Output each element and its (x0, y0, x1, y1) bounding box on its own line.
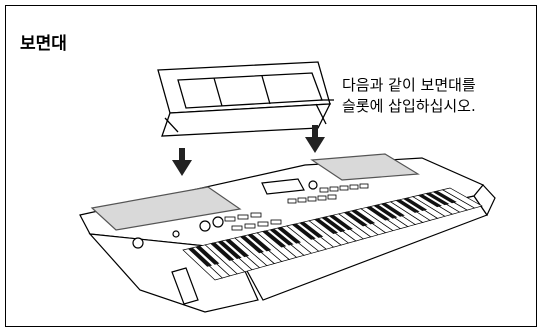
black-key (432, 190, 457, 204)
black-key (247, 233, 272, 252)
black-key (343, 211, 368, 227)
section-title: 보면대 (20, 34, 67, 54)
black-key (262, 230, 287, 248)
instruction-caption: 다음과 같이 보면대를 슬롯에 삽입하십시오. (342, 75, 532, 117)
black-key (373, 204, 398, 219)
arrow-left-icon (172, 148, 192, 176)
black-key (210, 242, 235, 261)
black-key (299, 221, 324, 238)
black-key (366, 206, 390, 221)
black-key (395, 199, 420, 213)
insert-arrows (172, 125, 325, 176)
black-key (425, 192, 450, 206)
black-key (328, 215, 353, 231)
black-key (239, 235, 264, 254)
white-key (441, 187, 483, 209)
black-key (351, 209, 376, 225)
black-key (188, 247, 212, 267)
music-rest (157, 61, 334, 137)
black-key (321, 216, 346, 233)
black-key (225, 239, 250, 258)
black-key (217, 240, 242, 260)
black-key (314, 218, 339, 235)
caption-line-1: 다음과 같이 보면대를 (342, 76, 476, 94)
black-key (195, 246, 220, 265)
black-key (403, 197, 428, 211)
black-key (277, 227, 301, 244)
black-key (380, 202, 405, 217)
black-key (417, 194, 442, 208)
black-key (269, 228, 294, 246)
arrow-right-icon (305, 125, 325, 153)
keybed (182, 187, 483, 281)
caption-line-2: 슬롯에 삽입하십시오. (342, 97, 476, 115)
black-key (291, 223, 316, 240)
